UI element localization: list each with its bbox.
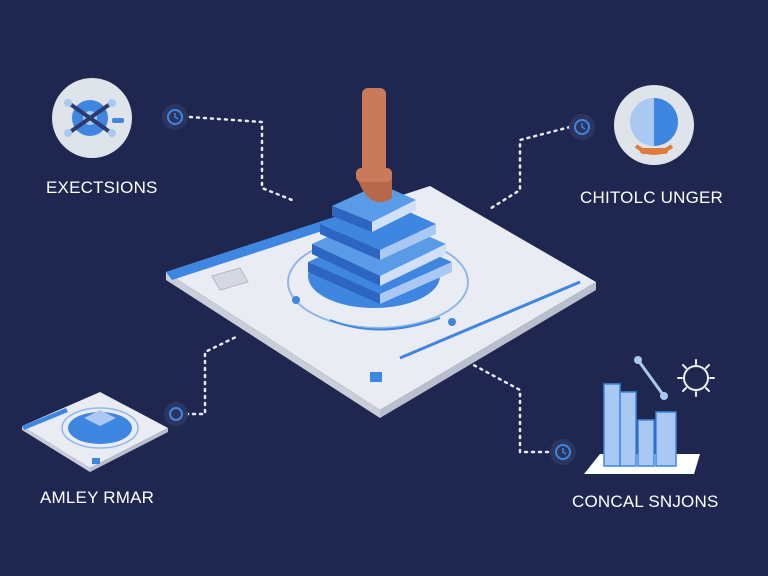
globe-lamp-icon bbox=[614, 85, 694, 165]
label-bottom-right: CONCAL SNJONS bbox=[572, 492, 719, 511]
hand-stacking-books-icon bbox=[308, 88, 452, 304]
label-top-left: EXECTSIONS bbox=[46, 178, 158, 197]
clock-node-icon bbox=[550, 439, 576, 465]
mini-dashboard-icon bbox=[22, 392, 168, 472]
dotted-connectors bbox=[184, 115, 572, 454]
network-gear-icon bbox=[52, 78, 132, 158]
clock-node-icon bbox=[164, 402, 188, 426]
connector-top-right bbox=[486, 125, 572, 212]
bar-chart-icon bbox=[584, 356, 700, 474]
connector-bottom-left bbox=[184, 334, 240, 416]
settings-gear-icon bbox=[677, 359, 715, 397]
label-bottom-left: AMLEY RMAR bbox=[40, 488, 155, 507]
clock-node-icon bbox=[162, 104, 188, 130]
clock-node-icon bbox=[569, 114, 595, 140]
connector-bottom-right bbox=[466, 360, 550, 454]
connector-top-left bbox=[188, 115, 294, 202]
label-top-right: CHITOLC UNGER bbox=[580, 188, 724, 207]
